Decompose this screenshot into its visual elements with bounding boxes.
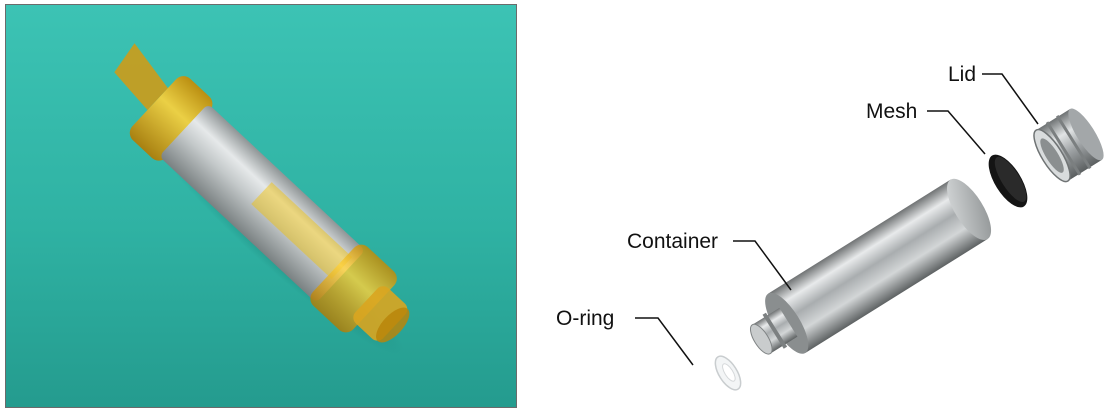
lid-leader-line xyxy=(982,73,1039,125)
tape-cap-left xyxy=(129,76,213,161)
lid-label: Lid xyxy=(948,63,976,86)
photo-panel xyxy=(5,4,517,408)
o-ring-part xyxy=(714,355,742,391)
container-label: Container xyxy=(627,230,718,253)
container-leader-line xyxy=(733,240,792,291)
tape-end-nub xyxy=(353,286,408,341)
tape-stripe xyxy=(251,182,353,280)
tape-cap-right xyxy=(310,244,397,333)
exploded-view: Lid Mesh Container O-ring xyxy=(556,63,1104,391)
container-part xyxy=(749,178,992,355)
assembled-cartridge-photo xyxy=(6,5,516,407)
cartridge-object xyxy=(114,43,410,343)
container-top-end xyxy=(947,178,992,240)
mesh-part xyxy=(988,154,1028,208)
mesh-leader-line xyxy=(927,110,986,155)
lid-part xyxy=(1033,108,1104,183)
oring-leader-line xyxy=(635,317,694,366)
steel-tube xyxy=(161,106,363,301)
mesh-label: Mesh xyxy=(866,100,917,123)
exploded-diagram: Lid Mesh Container O-ring xyxy=(530,0,1104,412)
container-body xyxy=(768,179,988,353)
oring-label: O-ring xyxy=(556,307,614,330)
tape-flap xyxy=(114,43,168,111)
